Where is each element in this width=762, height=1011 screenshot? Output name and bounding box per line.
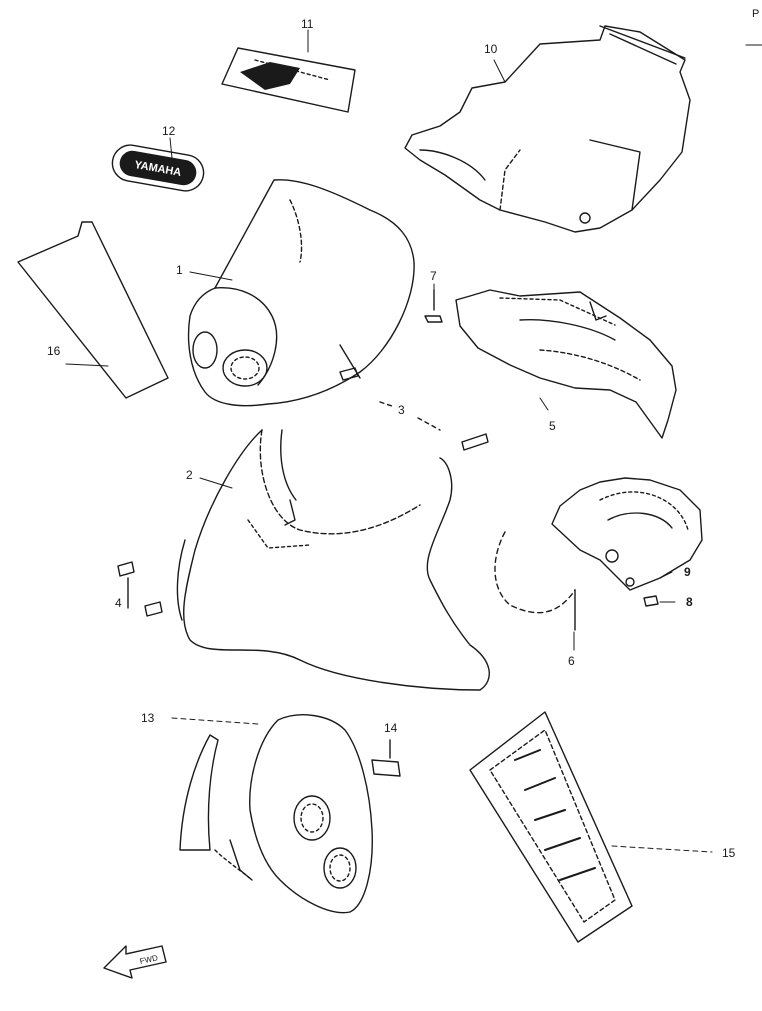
fwd-arrow-text: FWD: [139, 953, 159, 966]
part-7-screw: [424, 289, 443, 323]
leader-lines: [65, 29, 762, 853]
callout-14: 14: [384, 721, 398, 735]
part-16-panel-decal: [17, 221, 169, 399]
part-2-lower-cowling: [176, 429, 490, 691]
callout-15: 15: [722, 846, 736, 860]
callout-10: 10: [484, 42, 498, 56]
callout-1: 1: [176, 263, 183, 277]
callout-2: 2: [186, 468, 193, 482]
callout-8: 8: [686, 595, 693, 609]
callout-12: 12: [162, 124, 176, 138]
callout-6: 6: [568, 654, 575, 668]
fwd-arrow-icon: FWD: [103, 945, 167, 979]
callout-16: 16: [47, 344, 61, 358]
part-5-inner-panel: [455, 289, 677, 439]
callout-5: 5: [549, 419, 556, 433]
part-8-9-fasteners: [625, 577, 659, 607]
part-15-decal: [469, 711, 633, 943]
part-10-upper-fairing: [404, 25, 691, 233]
part-12-yamaha-emblem: YAMAHA: [111, 144, 205, 192]
part-13-inner-cover: [179, 714, 373, 914]
callout-9: 9: [684, 565, 691, 579]
part-6-side-panel: [494, 477, 703, 631]
part-3-clip: [379, 401, 489, 451]
part-4-screws: [117, 561, 163, 617]
callout-3: 3: [398, 403, 405, 417]
part-14-bolt: [371, 739, 401, 777]
part-11-decal: [221, 47, 356, 113]
callout-4: 4: [115, 596, 122, 610]
callout-13: 13: [141, 711, 155, 725]
corner-page-label: P: [752, 8, 760, 20]
part-1-front-cowling: [187, 179, 415, 407]
callout-7: 7: [430, 269, 437, 283]
callout-11: 11: [301, 17, 314, 31]
